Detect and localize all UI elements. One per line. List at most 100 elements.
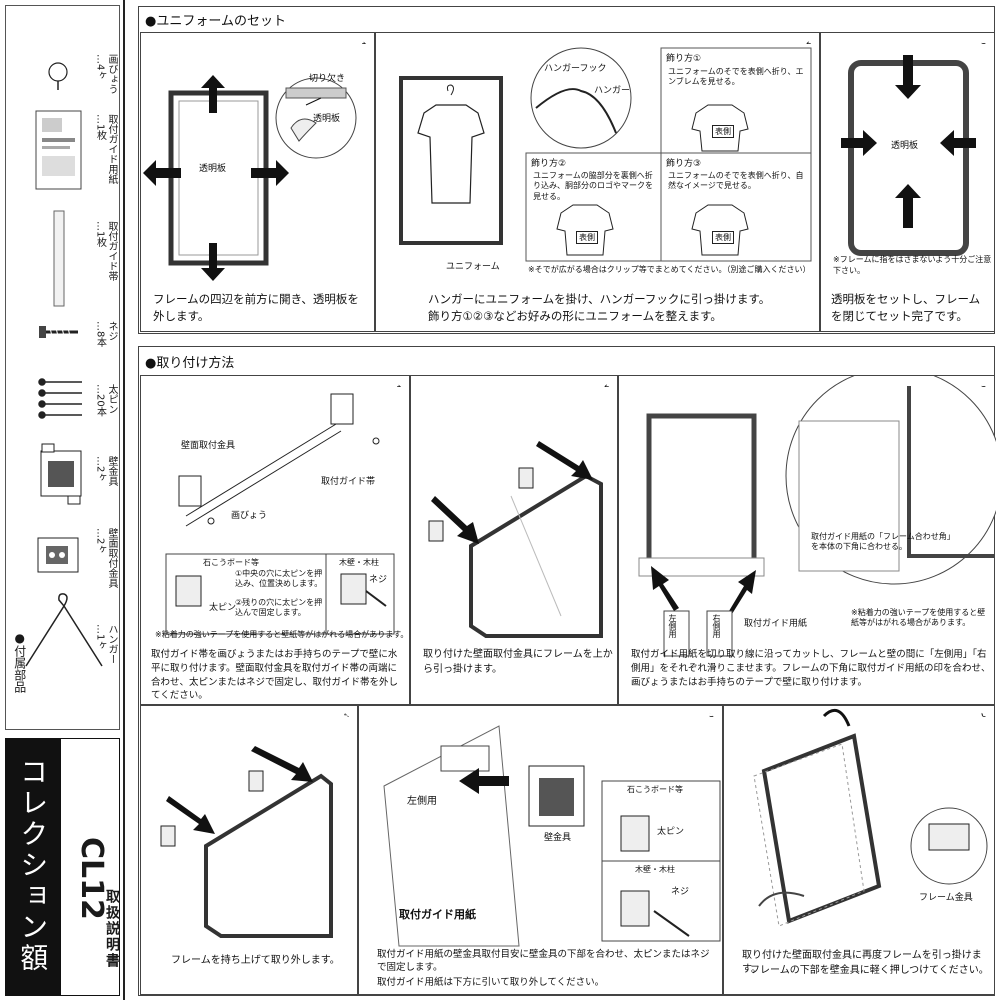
front-tag: 表側 — [576, 231, 598, 244]
step-number: 1 — [389, 376, 409, 394]
guide-band-label: 取付ガイド帯 — [321, 477, 376, 487]
front-tag: 表側 — [712, 125, 734, 138]
step-caption-line2: 取付ガイド用紙は下方に引いて取り外してください。 — [377, 977, 605, 988]
style1-text: ユニフォームのそでを表側へ折り、エンブレムを見せる。 — [668, 67, 804, 87]
plaster-label: 石こうボード等 — [627, 785, 683, 794]
left-strip: 画びょう…4ヶ 取付ガイド用紙…1枚 取付ガイド帯…1枚 ネジ…8本 太ピン…2… — [0, 0, 125, 1000]
part-label: 取付ガイド用紙…1枚 — [94, 114, 118, 184]
product-name: コレクション額 — [16, 757, 50, 974]
screw-icon — [39, 326, 78, 338]
step-caption: 透明板をセットし、フレームを閉じてセット完了です。 — [831, 292, 981, 323]
wall-bracket-label: 壁金具 — [544, 833, 572, 843]
pin-label: 太ピン — [657, 827, 685, 837]
pin-label: 太ピン — [209, 603, 237, 613]
step-caption: 取付ガイド帯を画びょうまたはお手持ちのテープで壁に水平に取り付けます。壁面取付金… — [151, 649, 399, 702]
screw-label: ネジ — [671, 887, 690, 897]
tape-note: ※粘着力の強いテープを使用すると壁紙等がはがれる場合があります。 — [851, 608, 986, 628]
plaster-instr1: ①中央の穴に太ピンを押込み、位置決めします。 — [235, 569, 323, 588]
step-number: 6 — [974, 706, 994, 724]
step-caption: 取付ガイド用紙を切り取り線に沿ってカットし、フレームと壁の間に「左側用」「右側用… — [631, 649, 991, 688]
step-caption-line2: フレームの下部を壁金具に軽く押しつけてください。 — [750, 965, 989, 976]
step-caption: フレームの四辺を前方に開き、透明板を外します。 — [153, 292, 359, 323]
step3-illustration — [841, 55, 976, 256]
step-number: 2 — [597, 376, 617, 394]
corner-callout: 取付ガイド用紙の「フレーム合わせ角」を本体の下角に合わせる。 — [811, 532, 955, 552]
step-caption-line2: 飾り方①②③などお好みの形にユニフォームを整えます。 — [428, 309, 722, 323]
step-number: 5 — [702, 706, 722, 724]
hanger-icon — [25, 593, 103, 667]
wood-label: 木壁・木柱 — [635, 865, 675, 874]
step-number: 1 — [354, 33, 374, 51]
uniform-step-1: 1 切り欠き 透明板 透明板 フレームの四辺を前方に開き、透明板を外します。 — [140, 32, 375, 332]
part-label: 画びょう…4ヶ — [94, 54, 118, 94]
guide-sheet-label: 取付ガイド用紙 — [744, 619, 808, 629]
step-caption-line1: ハンガーにユニフォームを掛け、ハンガーフックに引っ掛けます。 — [428, 292, 771, 306]
parts-list: 画びょう…4ヶ 取付ガイド用紙…1枚 取付ガイド帯…1枚 ネジ…8本 太ピン…2… — [5, 5, 120, 730]
parts-illustrations — [25, 62, 103, 667]
mount6-illustration — [753, 708, 988, 927]
mount-step-1: 1 壁面取付金具 取付ガイド帯 画びょう 石こうボード等 木壁・木柱 ①中央の穴… — [140, 375, 410, 705]
plaster-instr2: ②残りの穴に太ピンを押込んで固定します。 — [235, 598, 323, 617]
part-label: 壁面取付金具…2ヶ — [94, 528, 118, 588]
plaster-label: 石こうボード等 — [203, 558, 259, 567]
style2-title: 飾り方② — [531, 159, 567, 169]
wall-mount-bracket-icon — [37, 537, 79, 573]
front-tag: 表側 — [712, 231, 734, 244]
parts-heading: ●付属部品 — [12, 631, 27, 693]
hanger-hook-label: ハンガーフック — [544, 64, 607, 74]
uniform-step-3: 3 透明板 ※フレームに指をはさまないよう十分ご注意下さい。 透明板をセットし、… — [820, 32, 995, 332]
wall-mount-label: 壁面取付金具 — [181, 441, 236, 451]
mount5-illustration — [383, 725, 721, 947]
product-name-band: コレクション額 — [6, 739, 61, 995]
step-number: 4 — [337, 706, 357, 724]
mount-step-3: 3 左側用 右側用 取付ガイド用紙 取付ガイド用紙の「フレーム合わせ角」を本体の… — [618, 375, 996, 705]
left-side-label: 左側用 — [407, 796, 437, 807]
guide-sheet-title: 取付ガイド用紙 — [399, 908, 476, 921]
part-label: ネジ…8本 — [94, 321, 118, 348]
notch-label: 切り欠き — [309, 74, 346, 84]
clear-plate-label: 透明板 — [891, 141, 919, 151]
style2-text: ユニフォームの脇部分を裏側へ折り込み、胴部分のロゴやマークを見せる。 — [533, 171, 653, 201]
pushpin-icon — [48, 62, 68, 90]
part-label: 取付ガイド帯…1枚 — [94, 221, 118, 281]
clip-note: ※そでが広がる場合はクリップ等でまとめてください。（別途ご購入ください） — [528, 265, 811, 274]
step-caption: 取り付けた壁面取付金具にフレームを上から引っ掛けます。 — [423, 649, 613, 675]
tape-note: ※粘着力の強いテープを使用すると壁紙等がはがれる場合があります。 — [155, 630, 409, 639]
clear-plate-label: 透明板 — [199, 164, 227, 174]
wood-label: 木壁・木柱 — [339, 558, 379, 567]
manual-title: 取扱説明書 — [104, 889, 120, 969]
uniform-step-2: 2 ハンガーフック ハンガー ユニフォーム 飾り方① ユニフォームのそでを表側へ… — [375, 32, 820, 332]
screw-label: ネジ — [369, 575, 388, 585]
mount4-illustration — [160, 746, 333, 938]
clear-plate-label: 透明板 — [313, 114, 341, 124]
style3-title: 飾り方③ — [666, 159, 702, 169]
step-caption: フレームを持ち上げて取り外します。 — [171, 955, 340, 966]
mounting-heading: ●取り付け方法 — [145, 356, 235, 371]
step-caption-line1: 取付ガイド用紙の壁金具取付目安に壁金具の下部を合わせ、太ピンまたはネジで固定しま… — [377, 949, 710, 973]
mount-step-2: 2 取り付けた壁面取付金具にフレームを上から引っ掛けます。 — [410, 375, 618, 705]
right-side-label: 右側用 — [712, 614, 721, 638]
mount-step-5: 5 左側用 取付ガイド用紙 壁金具 石こうボード等 太ピン 木壁・木柱 ネジ 取… — [358, 705, 723, 995]
hanger-label: ハンガー — [594, 86, 631, 96]
frame-bracket-label: フレーム金具 — [919, 893, 973, 903]
uniform-set-heading: ●ユニフォームのセット — [145, 14, 286, 29]
title-block: コレクション額 CL12 取扱説明書 — [5, 738, 120, 996]
uniform-label: ユニフォーム — [446, 262, 500, 272]
step-number: 3 — [974, 376, 994, 394]
mount1-illustration — [165, 393, 395, 635]
guide-sheet-icon — [35, 110, 82, 190]
step2-illustration — [399, 47, 812, 262]
mount-step-6: 6 フレーム金具 取り付けた壁面取付金具に再度フレームを引っ掛けます。 フレーム… — [723, 705, 995, 995]
step-number: 3 — [974, 33, 994, 51]
part-label: ハンガー…1ヶ — [94, 624, 118, 664]
mount-step-4: 4 フレームを持ち上げて取り外します。 — [140, 705, 358, 995]
step1-illustration — [143, 75, 357, 281]
model-number: CL12 — [74, 837, 109, 920]
mount2-illustration — [428, 441, 603, 638]
guide-band-icon — [53, 210, 65, 307]
part-label: 壁金具…2ヶ — [94, 456, 118, 486]
left-side-label: 左側用 — [668, 614, 677, 638]
wall-bracket-icon — [40, 443, 82, 505]
style1-title: 飾り方① — [666, 54, 702, 64]
pushpin-label: 画びょう — [231, 511, 268, 521]
